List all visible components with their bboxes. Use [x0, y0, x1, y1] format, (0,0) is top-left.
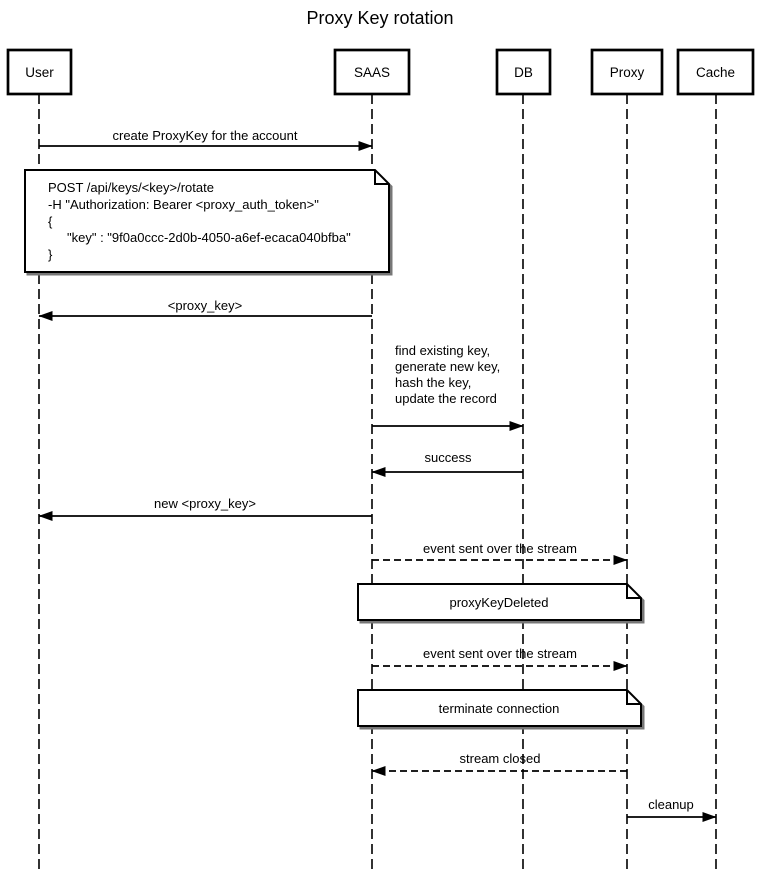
note-fold-icon — [626, 584, 641, 599]
message-label: new <proxy_key> — [154, 496, 256, 511]
note-terminate-connection: terminate connection — [357, 689, 645, 730]
note-fold-icon — [374, 170, 389, 185]
message-event-stream-1: event sent over the stream — [372, 541, 628, 565]
actor-label-cache: Cache — [696, 65, 735, 80]
actors: User SAAS DB Proxy Cache — [6, 48, 755, 96]
message-label-line: hash the key, — [395, 375, 471, 390]
actor-label-user: User — [25, 65, 54, 80]
message-label-line: update the record — [395, 391, 497, 406]
message-label: create ProxyKey for the account — [113, 128, 298, 143]
message-label: <proxy_key> — [168, 298, 242, 313]
actor-label-saas: SAAS — [354, 65, 390, 80]
actor-box-proxy — [590, 48, 664, 96]
diagram-title: Proxy Key rotation — [306, 8, 453, 28]
actor-box-user — [6, 48, 73, 96]
actor-proxy: Proxy — [590, 48, 664, 96]
message-stream-closed: stream closed — [371, 751, 627, 776]
message-update-record: find existing key, generate new key, has… — [372, 343, 524, 431]
note-proxykey-deleted: proxyKeyDeleted — [357, 583, 645, 624]
actor-cache: Cache — [676, 48, 755, 96]
note-fold-icon — [626, 690, 641, 705]
message-label-line: find existing key, — [395, 343, 490, 358]
note-box — [24, 169, 390, 273]
note-line: POST /api/keys/<key>/rotate — [48, 180, 214, 195]
actor-label-db: DB — [514, 65, 533, 80]
actor-box-cache — [676, 48, 755, 96]
message-proxy-key: <proxy_key> — [38, 298, 372, 321]
message-new-proxy-key: new <proxy_key> — [38, 496, 372, 521]
note-line: } — [48, 247, 53, 262]
actor-saas: SAAS — [333, 48, 411, 96]
note-label: proxyKeyDeleted — [450, 595, 549, 610]
message-cleanup: cleanup — [627, 797, 717, 822]
message-label: cleanup — [648, 797, 694, 812]
message-create-proxykey: create ProxyKey for the account — [39, 128, 373, 151]
note-label: terminate connection — [439, 701, 560, 716]
note-box — [357, 583, 642, 621]
note-rotate-request: POST /api/keys/<key>/rotate -H "Authoriz… — [24, 169, 393, 276]
actor-label-proxy: Proxy — [610, 65, 645, 80]
message-event-stream-2: event sent over the stream — [372, 646, 628, 671]
actor-box-saas — [333, 48, 411, 96]
actor-box-db — [495, 48, 552, 96]
message-label: success — [425, 450, 472, 465]
note-line: -H "Authorization: Bearer <proxy_auth_to… — [48, 197, 319, 212]
actor-db: DB — [495, 48, 552, 96]
note-box — [357, 689, 642, 727]
actor-user: User — [6, 48, 73, 96]
note-line: { — [48, 214, 53, 229]
message-success: success — [371, 450, 523, 477]
message-label: event sent over the stream — [423, 646, 577, 661]
message-label-line: generate new key, — [395, 359, 500, 374]
message-label: stream closed — [460, 751, 541, 766]
message-label: event sent over the stream — [423, 541, 577, 556]
note-line: "key" : "9f0a0ccc-2d0b-4050-a6ef-ecaca04… — [67, 230, 351, 245]
